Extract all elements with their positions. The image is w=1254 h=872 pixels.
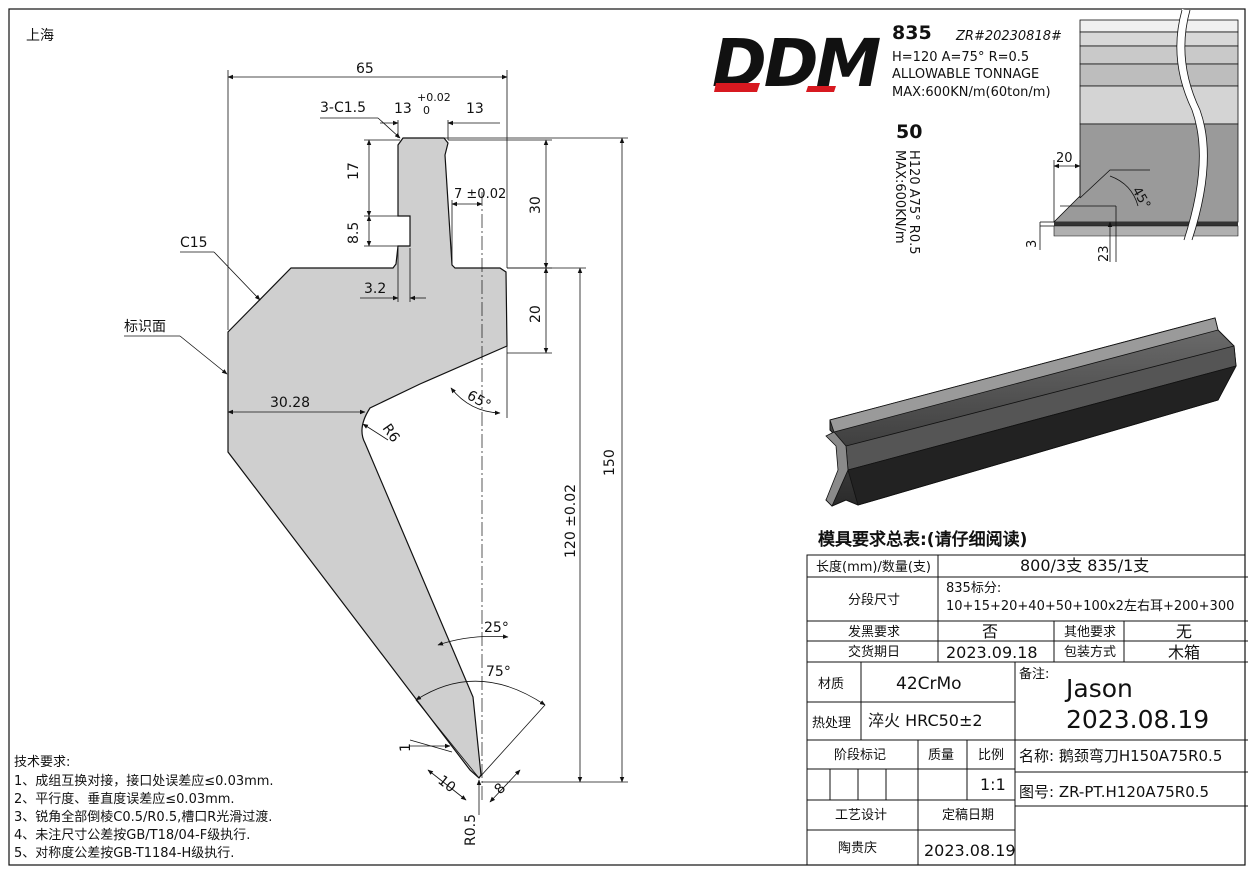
other-label: 其他要求 [1064, 625, 1116, 640]
svg-text:技术要求:: 技术要求: [14, 755, 70, 770]
svg-text:R6: R6 [379, 421, 403, 446]
dimension-17-8-5: 17 8.5 [346, 139, 400, 247]
remarks-label: 备注: [1019, 666, 1049, 682]
svg-text:20: 20 [1056, 151, 1073, 166]
svg-text:R0.5: R0.5 [463, 814, 479, 846]
svg-text:23: 23 [1097, 245, 1112, 262]
dimension-120-150: 120 ±0.02 150 [444, 137, 628, 783]
svg-text:0: 0 [423, 104, 430, 117]
svg-text:1: 1 [398, 743, 414, 752]
svg-text:3、锐角全部倒棱C0.5/R0.5,槽口R光滑过渡.: 3、锐角全部倒棱C0.5/R0.5,槽口R光滑过渡. [14, 809, 272, 825]
stage-label: 阶段标记 [834, 748, 886, 763]
r6-callout: R6 [362, 421, 403, 446]
heat-label: 热处理 [812, 716, 851, 731]
brand-logo: DDM [712, 25, 884, 102]
part-name: 名称: 鹅颈弯刀H150A75R0.5 [1019, 747, 1222, 765]
iso-3d-view [825, 317, 1237, 507]
scale-label: 比例 [978, 748, 1004, 763]
tool-profile [227, 137, 508, 779]
material-value: 42CrMo [896, 674, 962, 694]
delivery-label: 交货期日 [848, 644, 900, 660]
designer-name: 陶贵庆 [838, 840, 877, 856]
packing-label: 包装方式 [1064, 644, 1116, 660]
delivery-value: 2023.09.18 [946, 643, 1038, 662]
svg-text:10: 10 [435, 773, 459, 797]
length-value: 800/3支 835/1支 [1020, 556, 1149, 575]
svg-text:120 ±0.02: 120 ±0.02 [563, 484, 579, 558]
location-label: 上海 [26, 28, 54, 44]
section-view: 20 45° 23 3 [1025, 8, 1239, 262]
other-value: 无 [1176, 622, 1192, 641]
model-number: 835 [892, 22, 932, 44]
ref-number: ZR#20230818# [955, 29, 1062, 44]
chamfer-callout: 3-C1.5 [320, 100, 401, 139]
process-label: 工艺设计 [835, 808, 887, 823]
angle-25: 25° [437, 620, 509, 646]
marking-line1: H120 A75° R0.5 [906, 150, 921, 255]
angle-75: 75° [415, 664, 546, 779]
drawing-number: 图号: ZR-PT.H120A75R0.5 [1019, 783, 1209, 801]
scale-value: 1:1 [980, 775, 1006, 794]
svg-text:65°: 65° [464, 388, 494, 414]
dimension-7: 7 ±0.02 [451, 187, 506, 265]
svg-text:5、对称度公差按GB-T1184-H级执行.: 5、对称度公差按GB-T1184-H级执行. [14, 845, 234, 861]
drawing-frame [8, 8, 1246, 866]
dimension-65: 65 [227, 61, 508, 330]
dimension-30-28: 30.28 [227, 395, 366, 415]
svg-text:2、平行度、垂直度误差应≤0.03mm.: 2、平行度、垂直度误差应≤0.03mm. [14, 791, 235, 807]
svg-text:150: 150 [602, 449, 618, 476]
svg-text:+0.02: +0.02 [417, 91, 451, 104]
table-title: 模具要求总表:(请仔细阅读) [818, 529, 1027, 550]
svg-text:3-C1.5: 3-C1.5 [320, 100, 366, 116]
svg-text:25°: 25° [484, 620, 509, 636]
blacken-value: 否 [982, 622, 998, 641]
svg-text:13: 13 [466, 101, 484, 117]
packing-value: 木箱 [1168, 643, 1200, 662]
mass-label: 质量 [928, 748, 954, 763]
blacken-label: 发黑要求 [848, 624, 900, 640]
remarks-date: 2023.08.19 [1066, 705, 1209, 734]
svg-text:65: 65 [356, 61, 374, 77]
svg-text:3: 3 [1025, 240, 1040, 248]
svg-text:8.5: 8.5 [346, 222, 362, 244]
dimension-3-2: 3.2 [360, 248, 426, 302]
tonnage-label: ALLOWABLE TONNAGE [892, 67, 1039, 82]
svg-text:13: 13 [394, 101, 412, 117]
marking-number: 50 [896, 121, 922, 143]
svg-text:17: 17 [346, 162, 362, 180]
svg-text:20: 20 [528, 305, 544, 323]
segment-value-2: 10+15+20+40+50+100x2左右耳+200+300 [946, 599, 1234, 614]
svg-text:8: 8 [492, 780, 510, 798]
segment-value-1: 835标分: [946, 581, 1001, 596]
requirement-table [806, 554, 1248, 866]
svg-text:C15: C15 [180, 235, 208, 251]
final-date-label: 定稿日期 [942, 807, 994, 823]
length-label: 长度(mm)/数量(支) [816, 559, 931, 575]
svg-text:4、未注尺寸公差按GB/T18/04-F级执行.: 4、未注尺寸公差按GB/T18/04-F级执行. [14, 828, 250, 843]
svg-text:3.2: 3.2 [364, 281, 386, 297]
marking-face-callout: 标识面 [124, 319, 228, 375]
remarks-name: Jason [1064, 674, 1133, 703]
segment-label: 分段尺寸 [848, 593, 900, 608]
svg-text:7 ±0.02: 7 ±0.02 [454, 187, 506, 202]
svg-text:1、成组互换对接，接口处误差应≤0.03mm.: 1、成组互换对接，接口处误差应≤0.03mm. [14, 773, 274, 789]
svg-text:标识面: 标识面 [124, 319, 166, 335]
svg-text:30: 30 [528, 196, 544, 214]
tech-requirements: 技术要求: 1、成组互换对接，接口处误差应≤0.03mm. 2、平行度、垂直度误… [14, 755, 274, 861]
marking-line2: MAX:600KN/m [892, 150, 907, 244]
dimension-13-group: 13 +0.02 0 13 [380, 91, 500, 140]
c15-callout: C15 [180, 235, 261, 301]
heat-value: 淬火 HRC50±2 [868, 711, 983, 730]
material-label: 材质 [818, 677, 844, 692]
svg-text:75°: 75° [486, 664, 511, 680]
final-date: 2023.08.19 [924, 841, 1016, 860]
spec-line: H=120 A=75° R=0.5 [892, 50, 1029, 65]
tonnage-value: MAX:600KN/m(60ton/m) [892, 85, 1051, 100]
svg-text:30.28: 30.28 [270, 395, 310, 411]
